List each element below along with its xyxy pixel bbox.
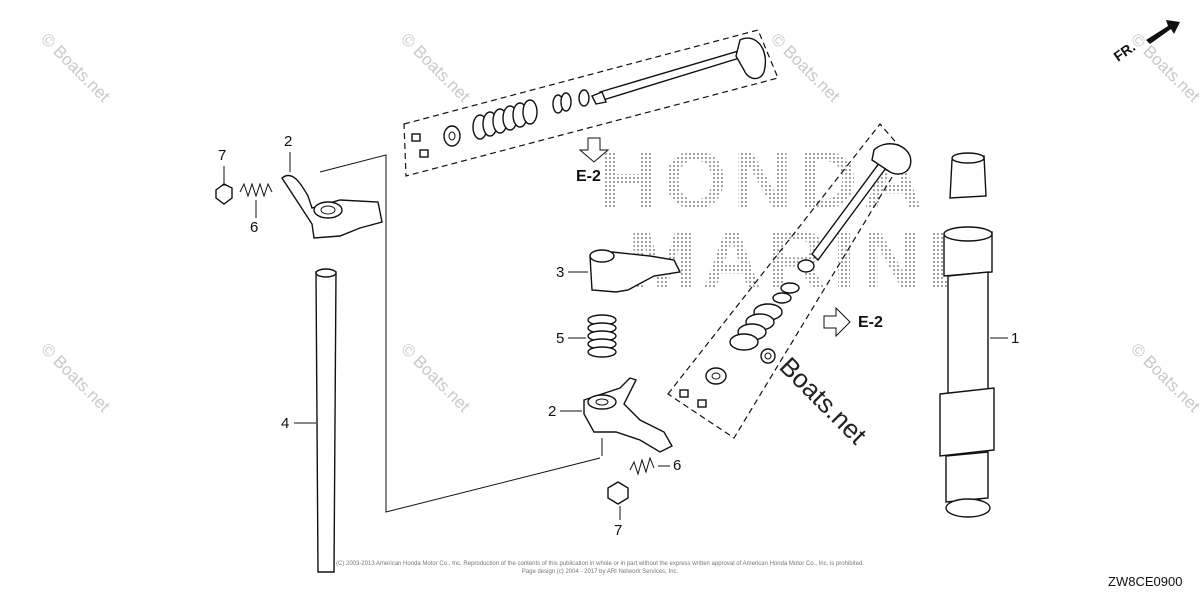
reference-label: E-2	[858, 314, 883, 331]
nut-icon	[215, 183, 233, 205]
watermark: © Boats.net	[1127, 29, 1200, 106]
reference-e2-upper: E-2	[576, 137, 610, 185]
nut-icon	[607, 481, 629, 505]
callout-number: 2	[284, 133, 292, 150]
watermark: © Boats.net	[397, 339, 474, 416]
copyright-line: Page design (c) 2004 - 2017 by ARI Netwo…	[522, 569, 679, 575]
callout-number: 7	[218, 147, 226, 164]
watermark: © Boats.net	[37, 339, 114, 416]
reference-e2-lower: E-2	[823, 306, 883, 338]
spring-icon	[629, 456, 655, 476]
front-arrow-icon	[1146, 20, 1180, 44]
diagram-code: ZW8CE0900	[1108, 574, 1182, 589]
camshaft	[939, 152, 995, 518]
background-brand: HONDA MARINE	[598, 135, 981, 306]
callout-number: 3	[556, 264, 564, 281]
callout-number: 1	[1011, 330, 1019, 347]
copyright-line: (C) 2003-2013 American Honda Motor Co., …	[336, 561, 864, 567]
watermark: © Boats.net	[397, 29, 474, 106]
watermark-large: Boats.net	[774, 351, 873, 450]
spring-icon	[729, 282, 800, 351]
upper-valve-group	[403, 29, 779, 177]
middle-rocker-group	[583, 249, 682, 505]
callout-number: 7	[614, 522, 622, 539]
watermark: © Boats.net	[1127, 339, 1200, 416]
watermark: © Boats.net	[37, 29, 114, 106]
spring-icon	[239, 182, 273, 198]
lower-valve-group	[667, 123, 912, 439]
spring-icon	[587, 314, 617, 358]
copyright-footer: (C) 2003-2013 American Honda Motor Co., …	[336, 561, 864, 575]
callout-number: 5	[556, 330, 564, 347]
callouts: 7 2 6 3 5 2 6 7 4 1	[218, 133, 1019, 539]
watermark: © Boats.net	[767, 29, 844, 106]
callout-number: 4	[281, 415, 289, 432]
callout-number: 6	[250, 219, 258, 236]
callout-number: 6	[673, 457, 681, 474]
reference-label: E-2	[576, 168, 601, 185]
spring-icon	[472, 92, 572, 140]
left-rocker-group	[215, 154, 601, 573]
callout-number: 2	[548, 403, 556, 420]
